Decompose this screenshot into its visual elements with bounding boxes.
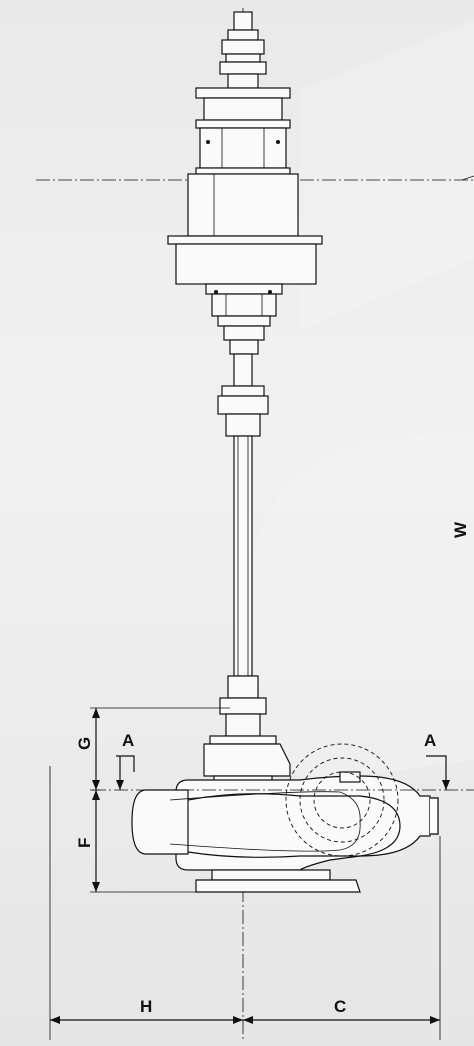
dimension-label-f: F [75,838,94,848]
dimension-label-c: C [334,997,346,1016]
dimension-label-g: G [75,737,94,750]
dimension-label-h: H [140,997,152,1016]
shaft [217,353,269,737]
dimension-lines [49,175,474,1040]
pump-casing [131,743,439,871]
section-label-a-left: A [122,731,134,750]
dimension-label-w: W [451,521,470,538]
top-coupling [219,11,267,89]
motor-body [167,173,323,317]
pump-head [203,735,291,783]
section-label-a-right: A [424,731,436,750]
pump-base [195,869,361,893]
background-watermark [250,20,474,780]
motor-coupling [217,315,271,355]
motor-upper [195,87,291,175]
